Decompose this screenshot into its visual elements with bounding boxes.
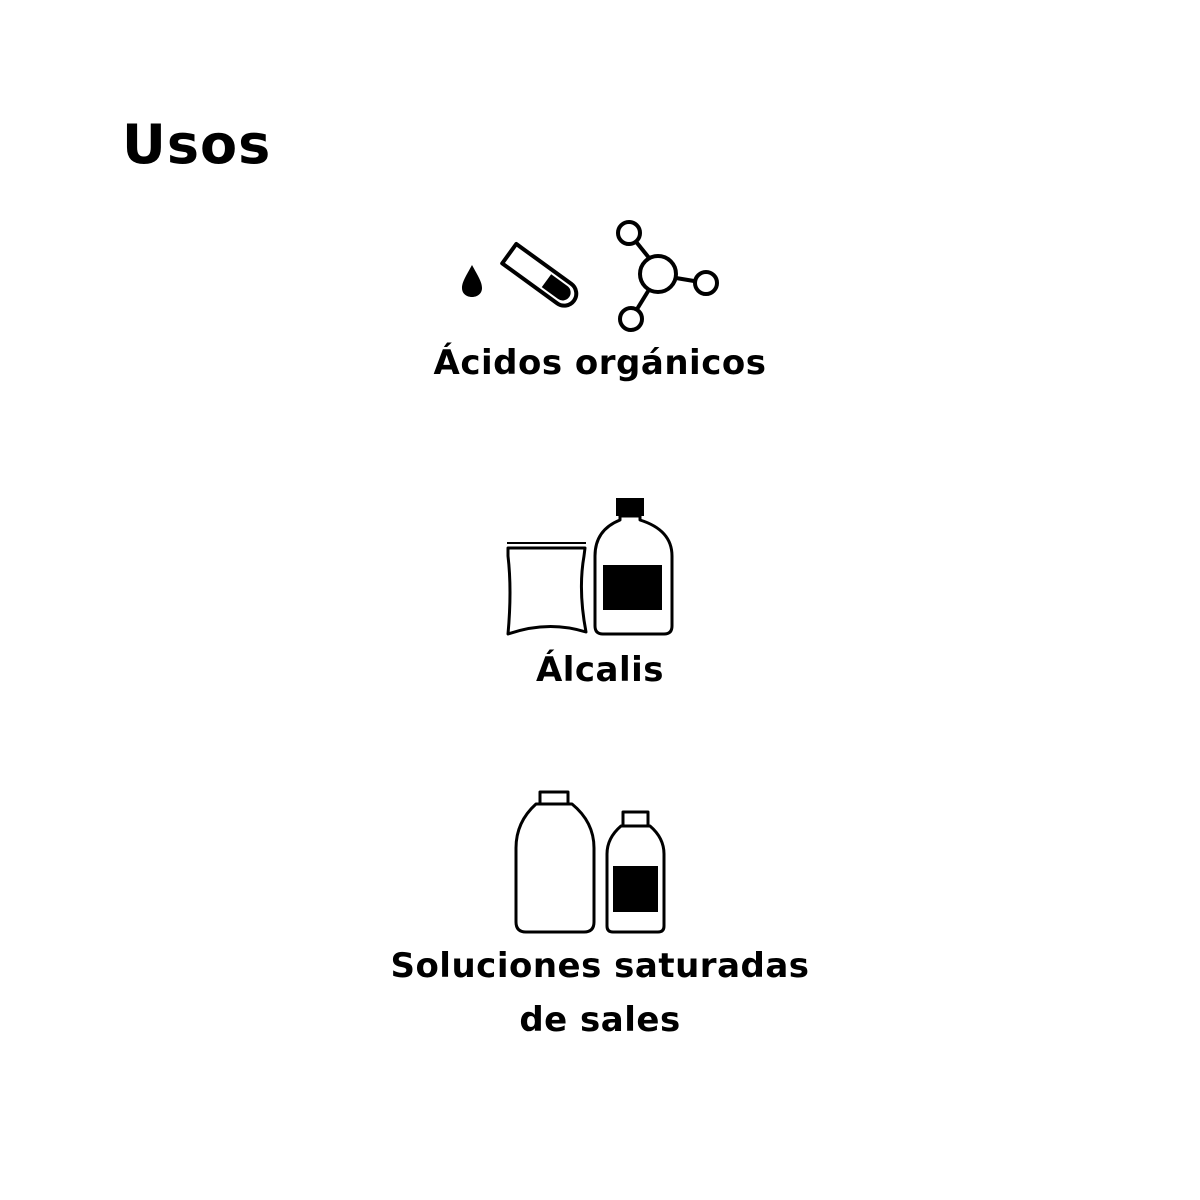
jug-icon: [514, 790, 596, 934]
small-bottle-icon: [605, 810, 666, 934]
use-label-acidos: Ácidos orgánicos: [433, 343, 767, 383]
use-label-soluciones: Soluciones saturadas de sales: [390, 946, 810, 1040]
page-title: Usos: [122, 113, 272, 176]
molecule-icon: [616, 220, 719, 332]
bottle-icon: [593, 498, 674, 636]
bag-icon: [506, 542, 588, 636]
use-label-alcalis: Álcalis: [535, 650, 665, 690]
test-tube-icon: [462, 241, 579, 308]
